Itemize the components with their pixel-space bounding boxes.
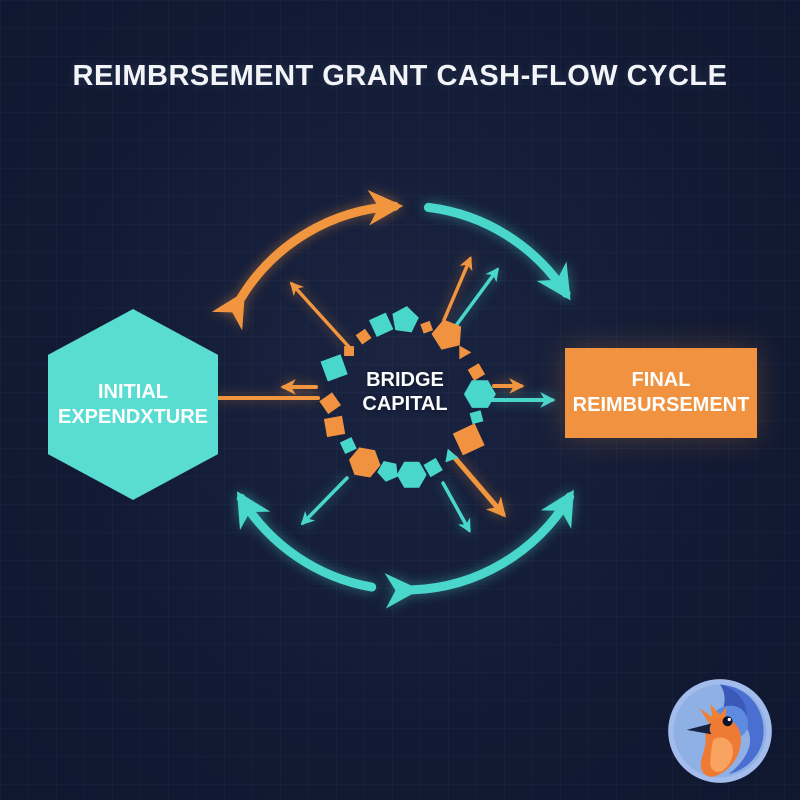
cycle-arc-top-right-teal: [423, 202, 571, 301]
ring-token-shape: [445, 448, 459, 463]
ring-token-shape: [323, 415, 346, 438]
ring-token-shape: [319, 392, 341, 415]
ring-token-shape: [467, 363, 486, 381]
ring-token-shape: [452, 423, 485, 456]
ring-token-shape: [320, 354, 348, 382]
ray-down-left-teal-arrow: [300, 476, 349, 526]
ring-token-shape: [396, 461, 427, 488]
ring-token-shape: [377, 461, 398, 482]
node-initial-expenditure-label: INITIAL EXPENDXTURE: [57, 380, 209, 428]
ring-token-shape: [349, 447, 381, 478]
page-title: REIMBRSEMENT GRANT CASH-FLOW CYCLE: [72, 60, 728, 92]
ring-token-shape: [369, 312, 394, 337]
ray-up-right-teal-arrow: [450, 267, 499, 333]
ring-token-shape: [459, 345, 472, 360]
ring-token-shape: [463, 380, 496, 408]
cycle-arc-bottom-left-teal: [236, 491, 377, 592]
ray-up-orange-arrow: [442, 256, 473, 322]
ring-token-shape: [431, 319, 462, 350]
cycle-arc-top-left-orange: [211, 189, 404, 331]
bridge-capital-token-ring: [319, 306, 496, 488]
node-bridge-capital-label: BRIDGE CAPITAL: [362, 369, 448, 415]
cycle-arc-bottom-right-teal: [384, 489, 575, 609]
node-final-reimbursement: FINAL REIMBURSEMENT: [565, 348, 757, 438]
ring-token-shape: [355, 328, 372, 345]
ring-token-shape: [339, 437, 357, 454]
ray-up-left-orange-arrow: [289, 281, 351, 349]
ring-token-shape: [423, 457, 443, 478]
ring-token-shape: [420, 320, 433, 334]
node-initial-expenditure: INITIAL EXPENDXTURE: [48, 309, 218, 500]
ring-token-shape: [344, 346, 354, 356]
kingfisher-bird-logo-icon: [668, 679, 772, 783]
ring-token-shape: [469, 410, 484, 425]
ring-token-shape: [392, 306, 419, 333]
ray-down-right-orange-arrow: [452, 455, 507, 518]
node-final-reimbursement-label: FINAL REIMBURSEMENT: [572, 369, 750, 416]
ray-down-teal-arrow: [441, 481, 471, 533]
